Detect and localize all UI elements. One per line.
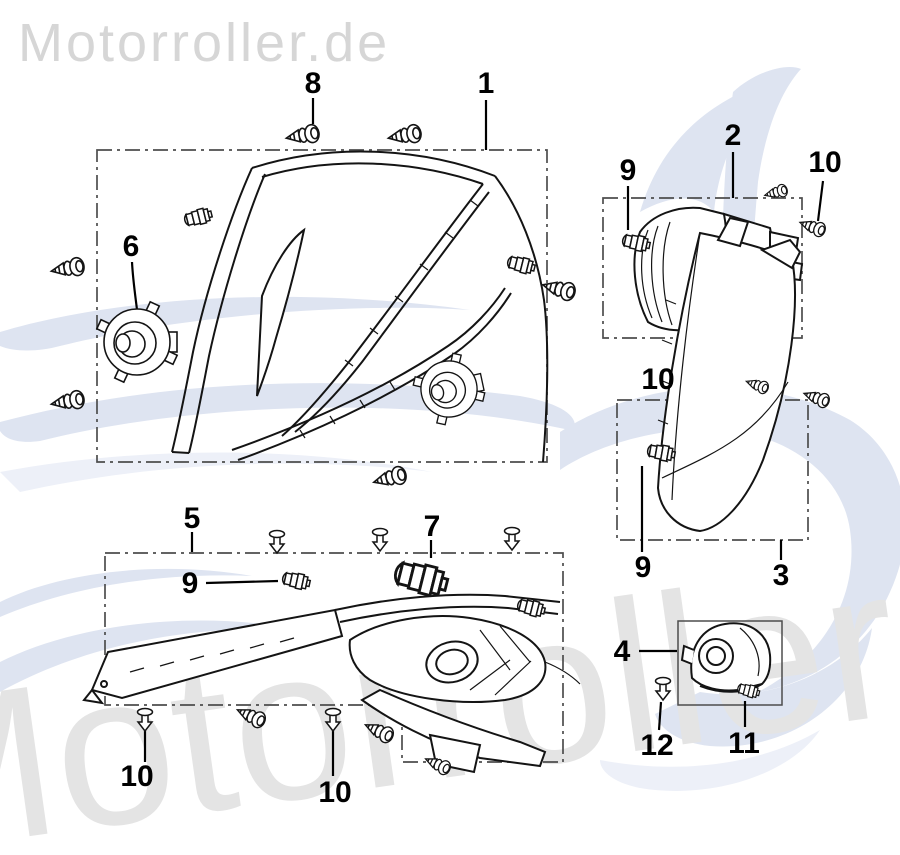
callout-10-box2: 10: [808, 146, 842, 179]
headlight-housing-drawing: [171, 150, 549, 463]
screw-icon: [284, 122, 322, 148]
group-box-taillight-assembly: [104, 552, 564, 763]
callout-4: 4: [613, 635, 631, 668]
pin-screw-icon: [654, 676, 672, 701]
group-box-rear-lamp: [677, 620, 783, 706]
callout-1: 1: [477, 67, 495, 100]
screw-icon: [361, 716, 397, 746]
bulb-icon: [505, 253, 538, 277]
callout-9-box3: 9: [634, 551, 652, 584]
screw-icon: [386, 122, 424, 148]
bulb-icon: [280, 569, 312, 592]
screw-icon: [370, 464, 409, 492]
bulb-icon: [182, 205, 215, 229]
group-box-signal-front: [602, 197, 803, 339]
group-box-headlight: [96, 149, 548, 463]
callout-12: 12: [640, 729, 674, 762]
pin-screw-icon: [324, 707, 342, 732]
taillight-assembly-drawing: [82, 593, 581, 774]
bulb-socket-icon: [96, 301, 178, 383]
callout-10-box3: 10: [641, 363, 675, 396]
callout-5: 5: [183, 502, 201, 535]
screw-icon: [49, 255, 87, 281]
callout-9-box5: 9: [181, 567, 199, 600]
bulb-socket-icon: [407, 347, 491, 431]
brand-logo: Motorroller.de: [18, 13, 391, 73]
screw-icon: [800, 386, 832, 410]
callout-10-left: 10: [120, 760, 154, 793]
callout-3: 3: [772, 559, 790, 592]
callout-6: 6: [122, 230, 140, 263]
rear-lamp-drawing: [680, 622, 772, 693]
pin-screw-icon: [503, 526, 521, 551]
callout-9-box2: 9: [619, 154, 637, 187]
headlight-bulb-icon: [390, 556, 452, 601]
pin-screw-icon: [371, 527, 389, 552]
screw-icon: [539, 275, 578, 303]
callout-7: 7: [423, 510, 441, 543]
screw-icon: [49, 388, 87, 414]
callout-11: 11: [728, 727, 760, 760]
callout-10-mid: 10: [318, 776, 352, 809]
callout-8: 8: [304, 67, 322, 100]
pin-screw-icon: [136, 707, 154, 732]
pin-screw-icon: [268, 529, 286, 554]
rear-turn-signal-drawing: [656, 216, 802, 533]
callout-2: 2: [724, 119, 742, 152]
screw-icon: [233, 701, 269, 731]
